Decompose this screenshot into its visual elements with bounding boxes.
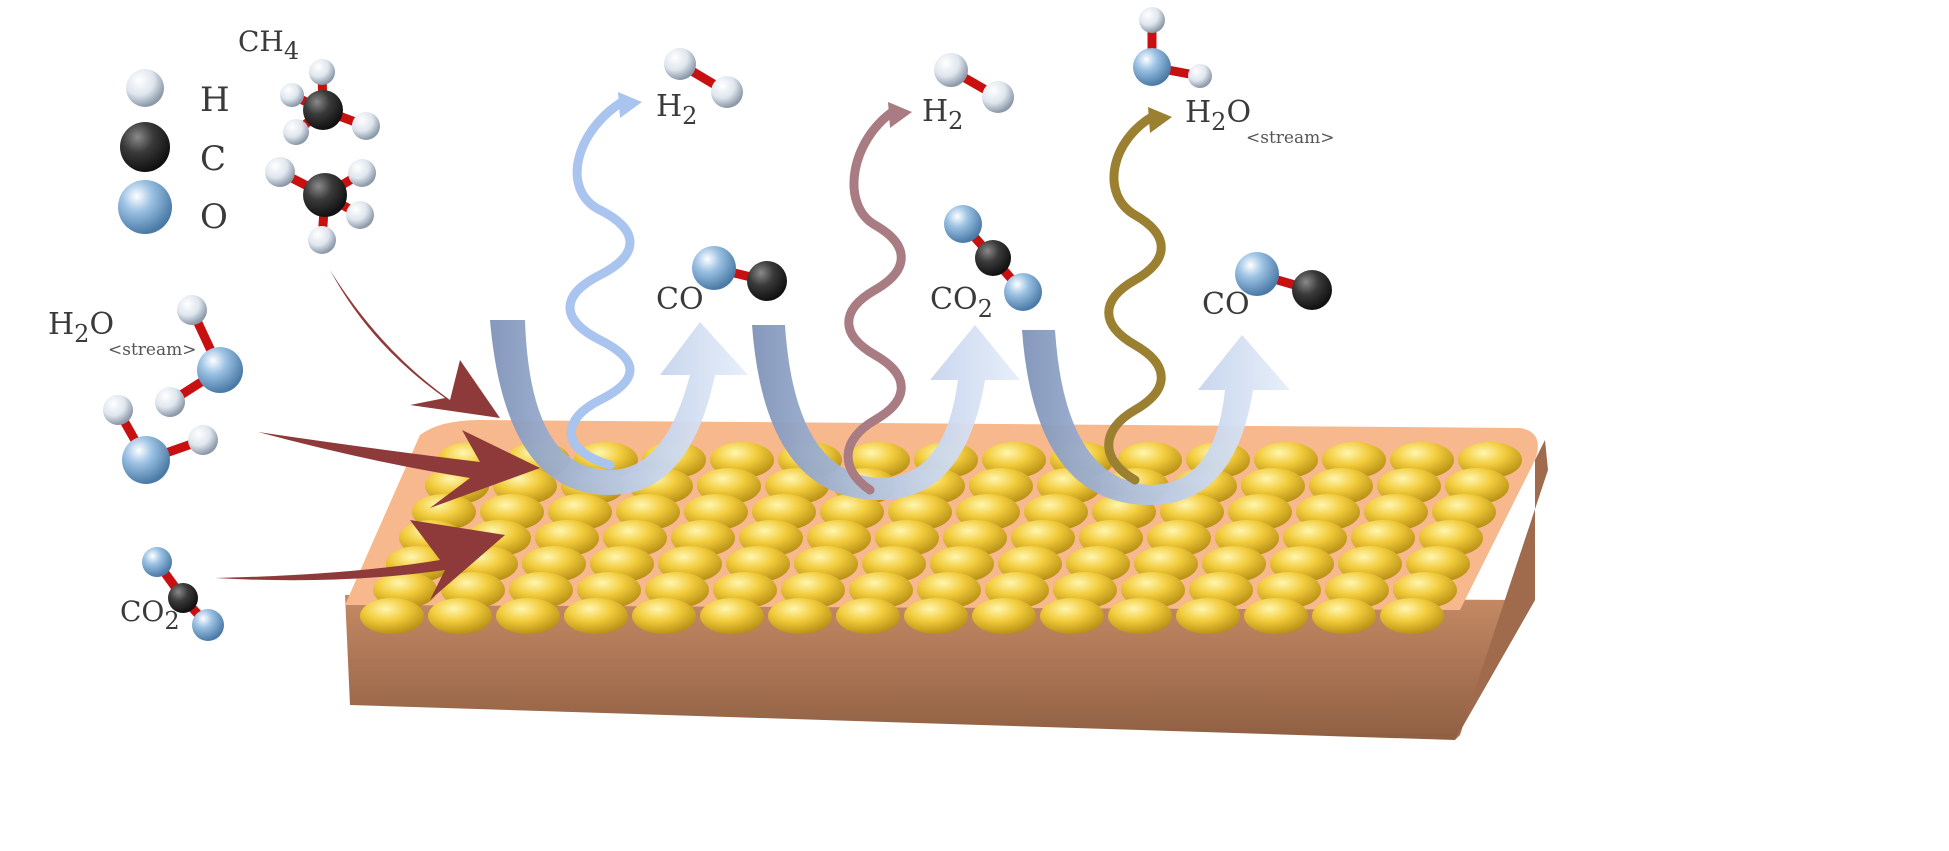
nickel-grain [1176, 598, 1240, 634]
nickel-grain [428, 598, 492, 634]
legend-label-h: H [200, 80, 230, 120]
atom-o [692, 246, 736, 290]
atom-h [308, 226, 336, 254]
atom-c [120, 122, 170, 172]
atom-h [346, 201, 374, 229]
atom-h [664, 48, 696, 80]
product-wave-arrows [565, 92, 1172, 495]
atom-h [126, 69, 164, 107]
atom-c [1292, 270, 1332, 310]
atom-c [303, 90, 343, 130]
label-product-co-a: CO [656, 282, 704, 317]
label-product-co2-b: CO2 [930, 282, 993, 323]
nickel-grain [632, 598, 696, 634]
label-product-h2o-c: H2O [1185, 95, 1252, 136]
label-ch4: CH4 [238, 25, 300, 65]
atom-h [103, 395, 133, 425]
catalyst-label: Nickel-based catalysts [701, 786, 1079, 831]
atom-h [352, 112, 380, 140]
nickel-grain [700, 598, 764, 634]
label-product-h2o-c-stream: <stream> [1246, 128, 1335, 148]
atom-h [309, 59, 335, 85]
atom-o [197, 347, 243, 393]
atom-h [348, 159, 376, 187]
label-co2-input: CO2 [120, 595, 180, 635]
atom-h [155, 387, 185, 417]
nickel-grain [1380, 598, 1444, 634]
nickel-grain [1108, 598, 1172, 634]
atom-h [934, 53, 968, 87]
label-product-h2-a: H2 [656, 89, 698, 130]
legend-label-o: O [200, 197, 228, 237]
nickel-grain [836, 598, 900, 634]
nickel-grain [768, 598, 832, 634]
wave-arrow-h2o-olive [1104, 110, 1166, 485]
atom-o [142, 547, 172, 577]
input-arrow-h2o [258, 430, 540, 508]
atom-h [1139, 7, 1165, 33]
nickel-grain [1244, 598, 1308, 634]
atom-o [1133, 48, 1171, 86]
label-product-co-c: CO [1202, 287, 1250, 322]
wave-arrow-h2-mauve [843, 105, 906, 495]
atom-h [711, 76, 743, 108]
atom-c [975, 240, 1011, 276]
nickel-grain [496, 598, 560, 634]
atom-h [280, 83, 304, 107]
label-h2o-input-stream: <stream> [108, 340, 197, 360]
atom-h [265, 157, 295, 187]
atom-h [982, 81, 1014, 113]
label-h2o-input: H2O [48, 307, 115, 348]
atom-c [303, 173, 347, 217]
atom-c [168, 583, 198, 613]
atom-o [1235, 252, 1279, 296]
nickel-grain [1312, 598, 1376, 634]
reactant-input-arrows [215, 270, 540, 600]
atom-o [192, 609, 224, 641]
atom-o [118, 180, 172, 234]
nickel-grain [360, 598, 424, 634]
atom-h [283, 119, 309, 145]
nickel-grain [564, 598, 628, 634]
nickel-grain [1040, 598, 1104, 634]
molecules [103, 7, 1332, 641]
input-arrow-co2 [215, 520, 505, 600]
u-flow-arrows [490, 320, 1290, 505]
nickel-grain [972, 598, 1036, 634]
nickel-grain [904, 598, 968, 634]
atom-o [944, 205, 982, 243]
wave-arrow-h2-blue [565, 95, 635, 470]
legend-label-c: C [200, 139, 227, 179]
label-product-h2-b: H2 [922, 94, 964, 135]
atom-o [122, 436, 170, 484]
atom-h [188, 425, 218, 455]
atom-o [1004, 273, 1042, 311]
atom-c [747, 261, 787, 301]
atom-h [1188, 64, 1212, 88]
atom-h [177, 295, 207, 325]
input-arrow-ch4 [330, 270, 500, 418]
